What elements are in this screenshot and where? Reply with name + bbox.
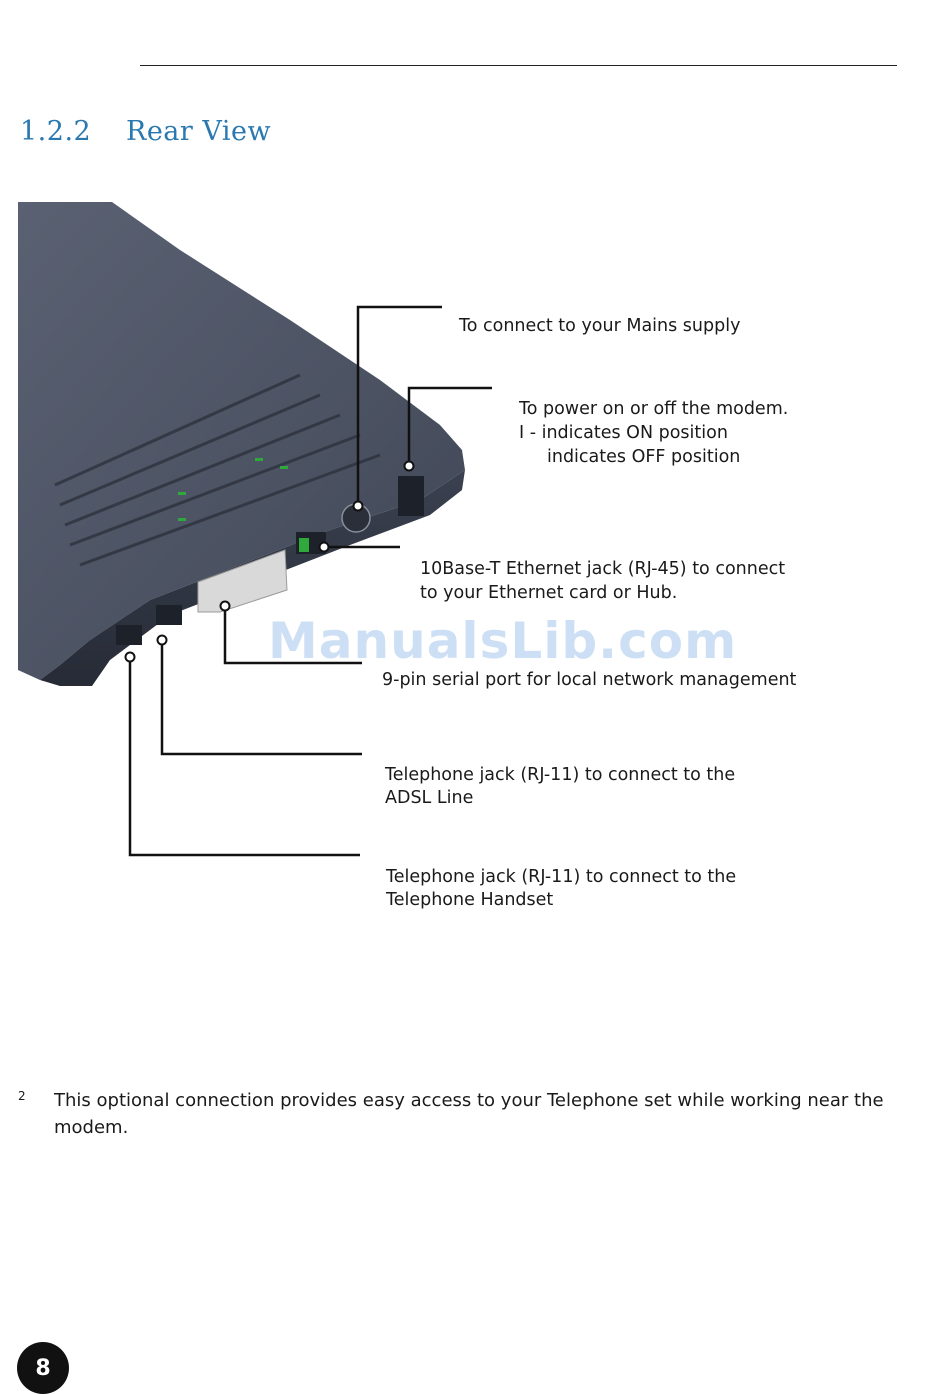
page-number: 8 <box>35 1355 51 1381</box>
power-switch <box>398 476 424 516</box>
callout-ethernet: 10Base-T Ethernet jack (RJ-45) to connec… <box>420 557 785 605</box>
rear-view-diagram <box>18 202 492 857</box>
rj11-adsl-port <box>156 605 182 625</box>
leader-serial <box>223 606 362 665</box>
section-title: Rear View <box>126 116 272 147</box>
section-heading: 1.2.2 Rear View <box>20 116 271 147</box>
callout-handset-line2: Telephone Handset <box>386 890 554 910</box>
callout-adsl: Telephone jack (RJ-11) to connect to the… <box>385 764 735 810</box>
ethernet-led <box>299 538 309 552</box>
vent-slats <box>54 373 381 567</box>
leader-mains <box>356 305 442 506</box>
callout-power-line2: I - indicates ON position <box>519 423 728 443</box>
section-number: 1.2.2 <box>20 116 92 147</box>
callout-mains: To connect to your Mains supply <box>459 314 740 338</box>
serial-port <box>197 549 288 613</box>
callout-power-line1: To power on or off the modem. <box>519 399 789 419</box>
led-indicators <box>178 458 288 521</box>
rj11-handset-port <box>116 625 142 645</box>
callout-handset-line1: Telephone jack (RJ-11) to connect to the <box>386 867 737 887</box>
leader-lines <box>128 305 492 857</box>
leader-dots <box>124 460 415 663</box>
callout-power: To power on or off the modem. I - indica… <box>519 397 788 469</box>
footnote-text: This optional connection provides easy a… <box>54 1090 884 1138</box>
leader-handset <box>128 657 360 857</box>
callout-power-line3: indicates OFF position <box>547 447 741 467</box>
callout-serial: 9-pin serial port for local network mana… <box>382 668 796 692</box>
page-number-badge: 8 <box>17 1342 69 1394</box>
callout-handset: Telephone jack (RJ-11) to connect to the… <box>386 866 736 912</box>
callout-serial-text: 9-pin serial port for local network mana… <box>382 670 797 690</box>
callout-adsl-line1: Telephone jack (RJ-11) to connect to the <box>385 765 736 785</box>
callout-mains-text: To connect to your Mains supply <box>459 316 741 336</box>
callout-ethernet-line2: to your Ethernet card or Hub. <box>420 583 678 603</box>
callout-adsl-line2: ADSL Line <box>385 788 474 808</box>
footnote-mark: 2 <box>18 1089 26 1103</box>
header-rule <box>140 65 897 66</box>
leader-adsl <box>160 640 362 756</box>
watermark: ManualsLib.com <box>268 612 738 670</box>
leader-power <box>407 386 492 466</box>
modem-top-surface <box>18 202 465 680</box>
footnote: 2 This optional connection provides easy… <box>18 1087 898 1141</box>
callout-ethernet-line1: 10Base-T Ethernet jack (RJ-45) to connec… <box>420 559 786 579</box>
